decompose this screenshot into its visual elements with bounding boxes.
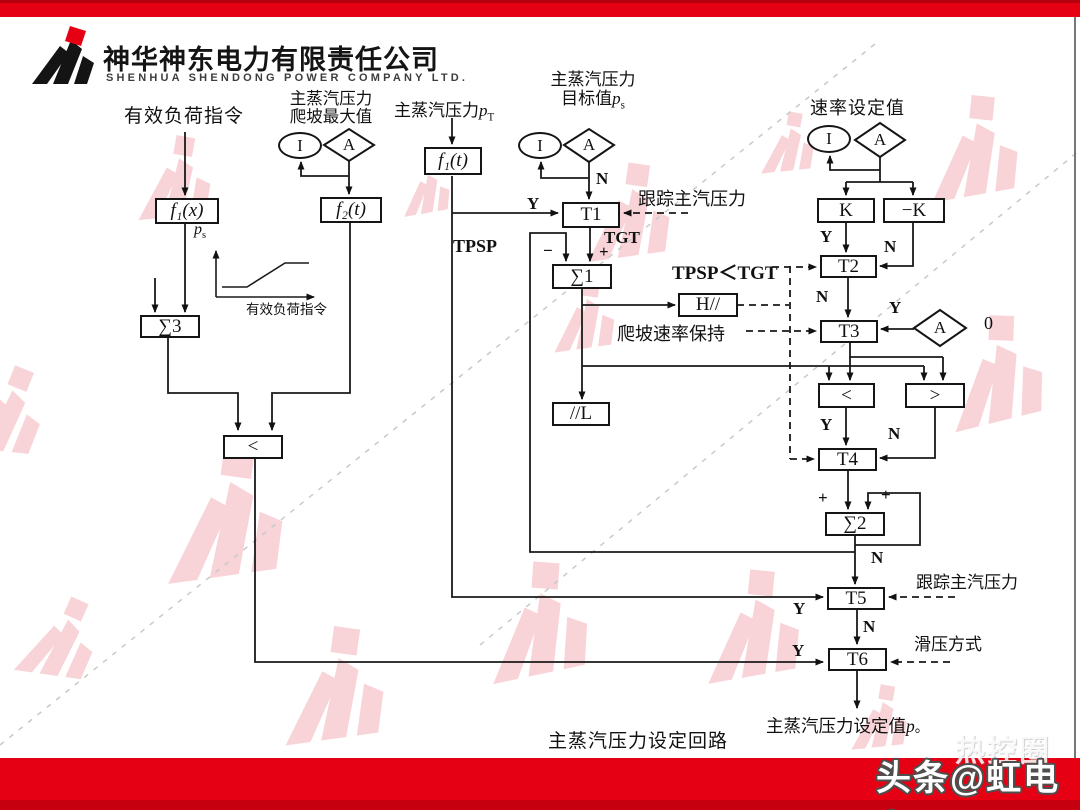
diamond-a-3-label: A <box>873 130 887 149</box>
label-sliding-pressure: 滑压方式 <box>914 635 982 654</box>
branch-n-negk: N <box>884 237 897 256</box>
block-min-select: < <box>223 435 283 459</box>
ps-axis-sub: s <box>202 230 207 242</box>
diamond-a-4-label: A <box>933 318 947 337</box>
block-low-limit: //L <box>552 402 610 426</box>
sum2-plus-sign: + <box>818 488 828 507</box>
watermark-rekongquan: 热控圈 <box>955 735 1051 768</box>
zero-constant-label: 0 <box>984 313 993 333</box>
label-pressure-target-sub: s <box>620 99 625 112</box>
branch-y-lt: Y <box>820 415 833 434</box>
diagram-caption: 主蒸汽压力设定回路 <box>548 731 729 752</box>
block-greater-than: > <box>905 383 965 408</box>
company-name-en: SHENHUA SHENDONG POWER COMPANY LTD. <box>106 72 469 84</box>
label-ramp-max-line2: 爬坡最大值 <box>289 107 373 126</box>
sum2-feedback-plus-sign: + <box>881 485 891 504</box>
block-t4: T4 <box>818 448 877 471</box>
label-tpsp-lt-tgt: TPSP＜TGT <box>672 263 778 284</box>
label-output-text: 主蒸汽压力设定值 <box>766 716 906 736</box>
block-neg-k: −K <box>883 198 945 223</box>
sum1-plus-sign: + <box>599 242 609 261</box>
block-less-than: < <box>818 383 875 408</box>
label-main-pressure-sub: T <box>487 111 495 124</box>
branch-y-t1: Y <box>527 194 540 213</box>
label-pressure-target-line2: 目标值 <box>561 89 613 108</box>
branch-n-t2: N <box>816 287 829 306</box>
label-track-pressure-t1: 跟踪主汽压力 <box>638 189 746 209</box>
block-sum1: ∑1 <box>552 264 612 289</box>
label-output-sub: 。 <box>914 721 929 736</box>
block-f1x: f₁(x) <box>155 198 219 224</box>
branch-n-t1: N <box>596 169 609 188</box>
label-pressure-target-var: p <box>612 89 621 108</box>
block-f2t: f₂(t) <box>320 197 382 223</box>
branch-y-k: Y <box>820 227 833 246</box>
block-f1t: f₁(t) <box>424 147 482 175</box>
company-name-cn: 神华神东电力有限责任公司 <box>103 45 439 75</box>
label-rate-setpoint: 速率设定值 <box>810 98 905 118</box>
block-t2: T2 <box>820 255 877 278</box>
label-pressure-target-line1: 主蒸汽压力 <box>550 70 636 89</box>
bottom-red-bar <box>0 758 1080 810</box>
branch-n-t5: N <box>863 617 876 636</box>
slide-right-border <box>1074 17 1076 758</box>
block-high-limit: H// <box>678 293 738 317</box>
company-logo-icon <box>32 26 94 84</box>
diamond-a-2-label: A <box>582 135 596 154</box>
block-sum2: ∑2 <box>825 512 885 536</box>
diamond-a-1-label: A <box>342 135 356 154</box>
indicator-i-3: I <box>807 125 851 153</box>
label-output-var: p <box>906 716 915 736</box>
branch-y-t5: Y <box>793 599 806 618</box>
label-ramp-max: 主蒸汽压力 爬坡最大值 <box>282 90 380 126</box>
branch-n-gt: N <box>888 424 901 443</box>
block-k: K <box>817 198 875 223</box>
sum1-minus-sign: − <box>543 241 553 260</box>
top-red-bar <box>0 0 1080 17</box>
label-graph-x-axis: 有效负荷指令 <box>246 302 327 317</box>
label-track-pressure-t5: 跟踪主汽压力 <box>916 573 1018 592</box>
label-tpsp: TPSP <box>453 236 498 256</box>
block-t6: T6 <box>828 648 887 671</box>
label-tgt: TGT <box>604 228 640 247</box>
label-pressure-target: 主蒸汽压力 目标值ps <box>541 70 645 115</box>
block-t1: T1 <box>562 202 620 228</box>
dashed-connectors <box>623 209 955 666</box>
label-main-pressure-var: p <box>479 101 488 120</box>
label-load-command: 有效负荷指令 <box>124 106 245 127</box>
watermark-toutiao: 头条@虹电力 <box>876 759 1061 798</box>
diamond-shapes <box>322 121 968 348</box>
ps-axis-var: p <box>194 221 202 238</box>
label-ramp-rate-hold: 爬坡速率保持 <box>617 324 725 344</box>
label-output-setpoint: 主蒸汽压力设定值p。 <box>766 713 929 738</box>
label-main-pressure-text: 主蒸汽压力 <box>394 101 479 120</box>
label-ramp-max-line1: 主蒸汽压力 <box>289 89 373 108</box>
branch-y-t3: Y <box>889 298 902 317</box>
block-t5: T5 <box>827 587 885 610</box>
label-main-pressure: 主蒸汽压力pT <box>394 96 494 123</box>
indicator-i-2: I <box>518 132 562 159</box>
indicator-i-1: I <box>278 132 322 159</box>
ps-load-graph <box>212 250 315 301</box>
branch-n-sum2: N <box>871 548 884 567</box>
solid-connectors <box>151 118 947 709</box>
diagonal-watermark-lines <box>0 39 1080 746</box>
block-sum3: ∑3 <box>140 315 200 338</box>
label-ps-axis: ps <box>194 221 206 241</box>
branch-y-t6: Y <box>792 641 805 660</box>
block-t3: T3 <box>820 320 878 343</box>
